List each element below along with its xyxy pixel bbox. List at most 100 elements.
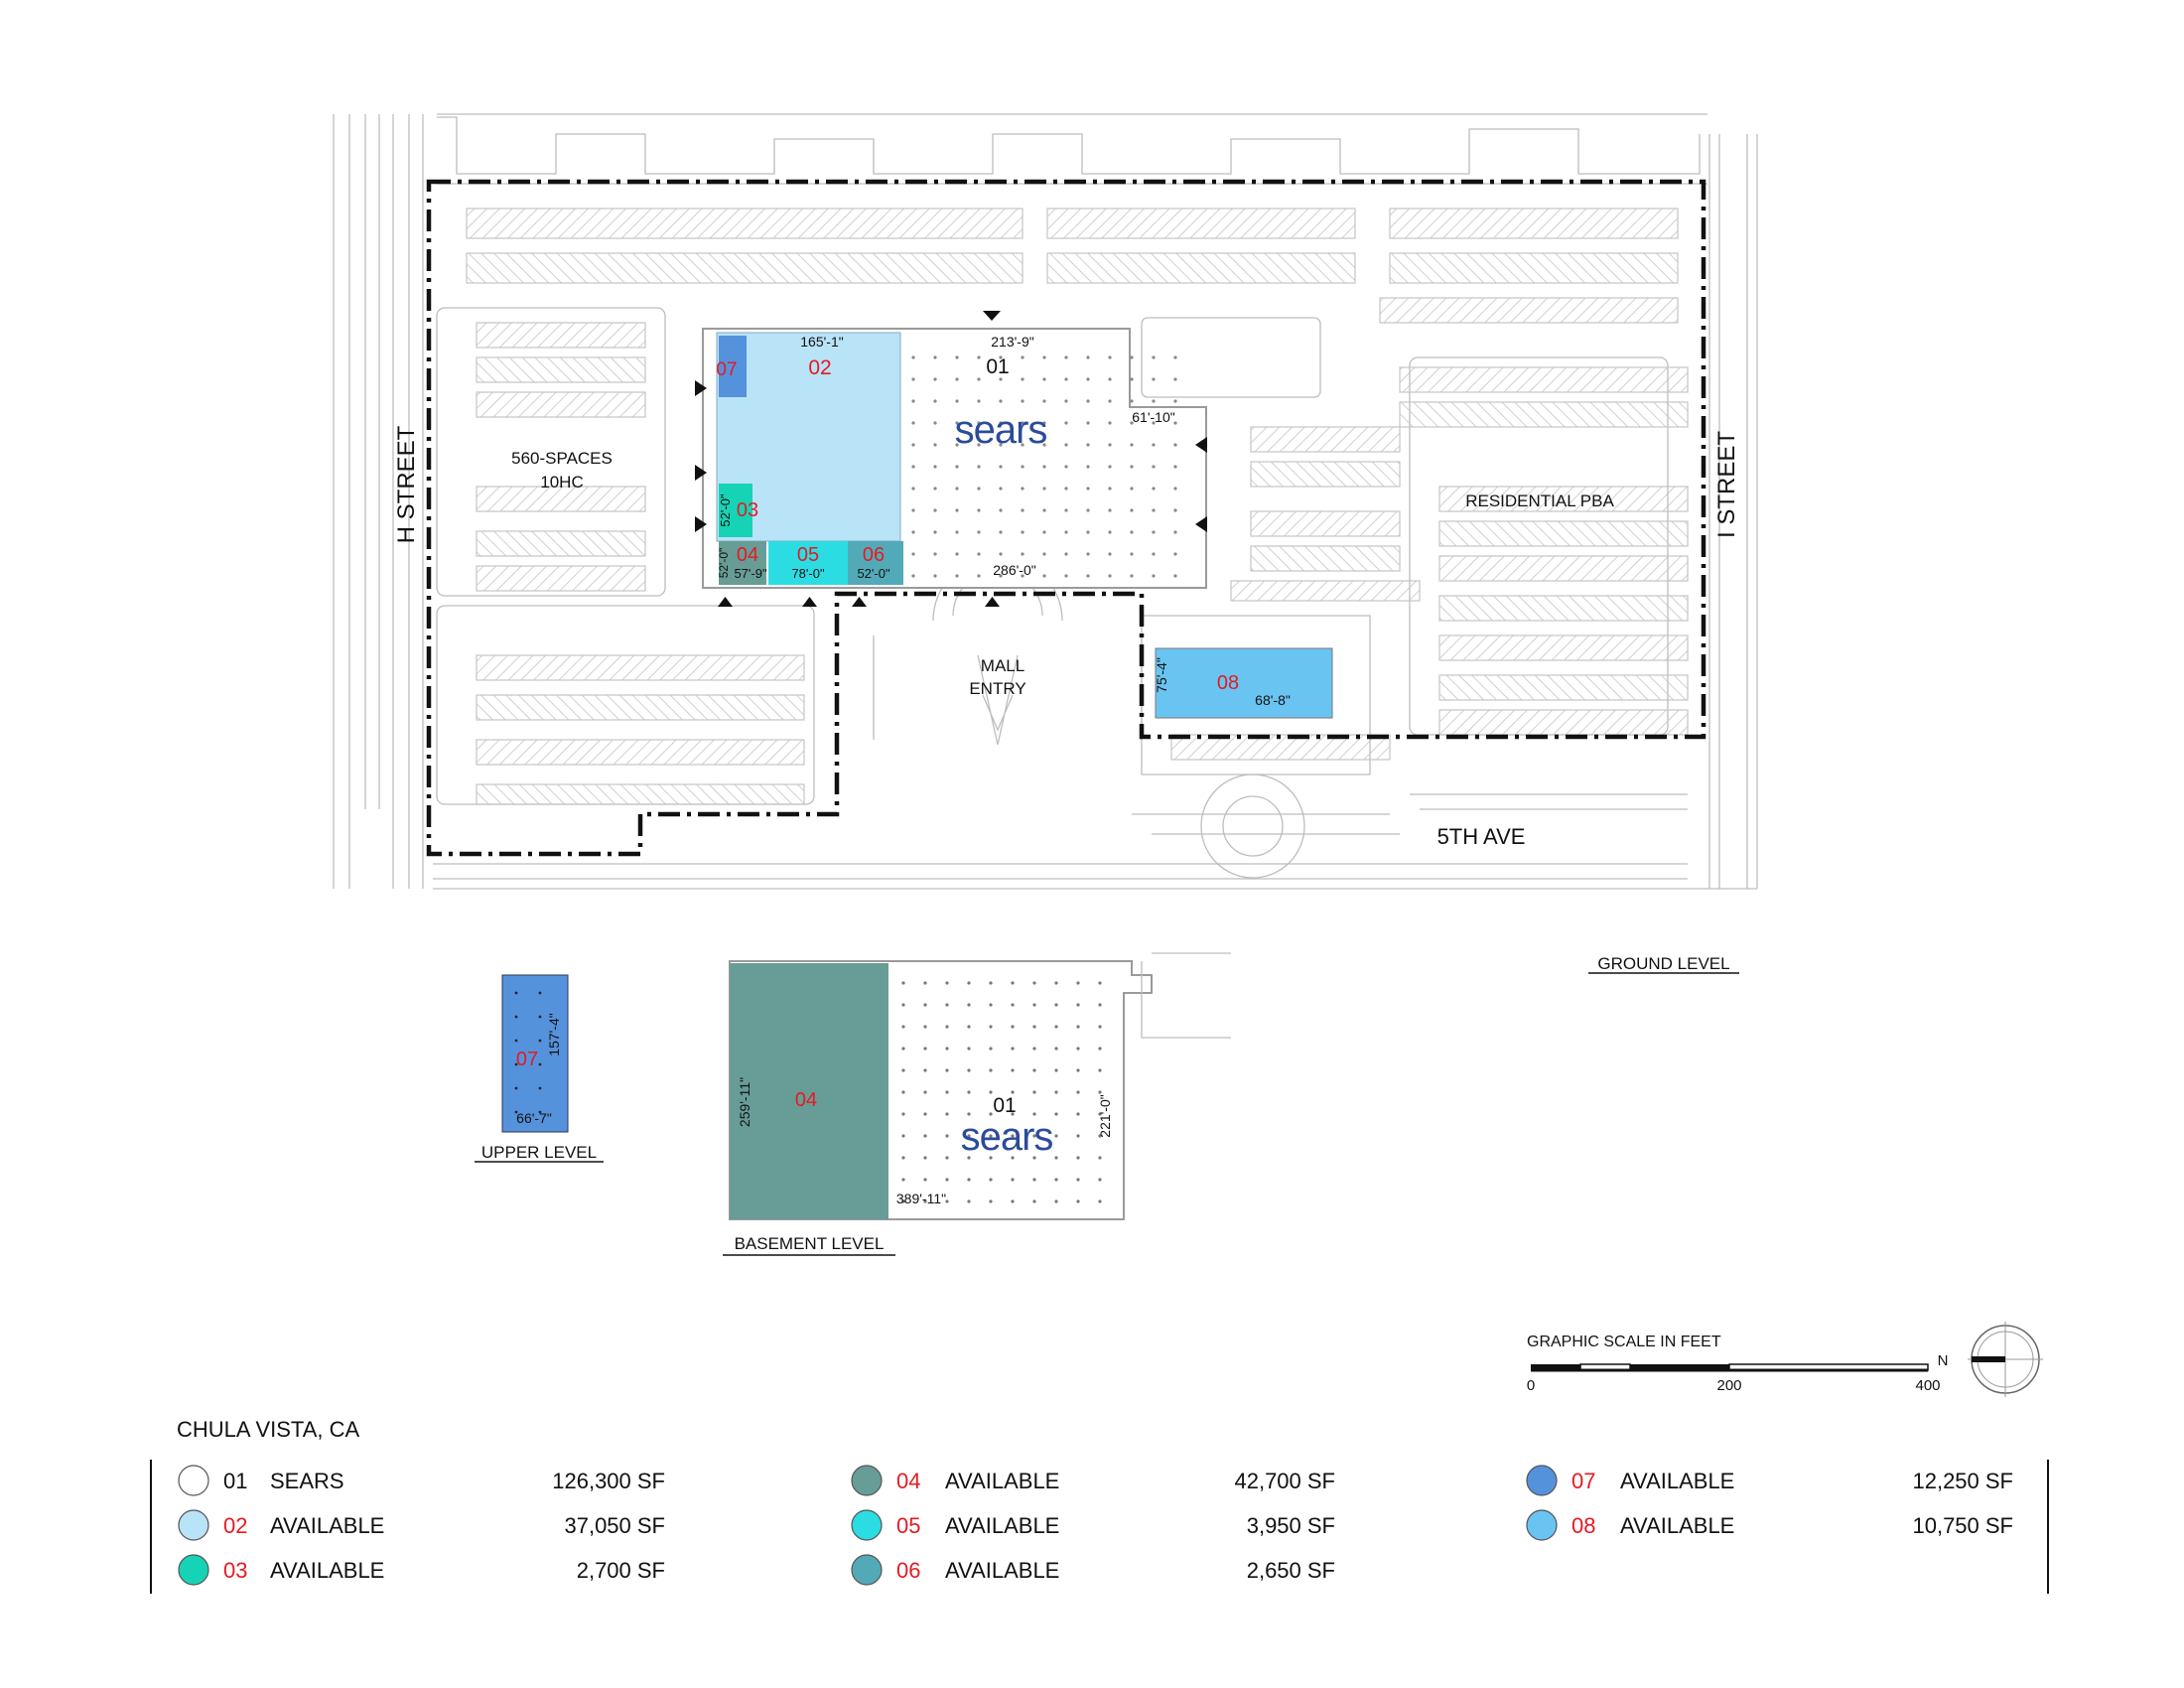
legend-row-06: 06 AVAILABLE 2,650 SF (851, 1554, 1335, 1586)
legend-code-02: 02 (223, 1513, 247, 1538)
dim-78-0: 78'-0" (791, 566, 825, 581)
legend-swatch-01 (178, 1465, 209, 1496)
unit-05-label: 05 (797, 544, 819, 566)
property-boundary (426, 179, 1706, 857)
legend-swatch-07 (1526, 1465, 1558, 1496)
graphic-scale (1531, 1363, 1929, 1372)
upper-dim-66-7: 66'-7" (516, 1110, 552, 1126)
legend-area-05: 3,950 SF (1247, 1513, 1335, 1538)
legend-area-04: 42,700 SF (1234, 1469, 1335, 1493)
unit-06-area (848, 541, 903, 585)
legend-row-08: 08 AVAILABLE 10,750 SF (1526, 1509, 2013, 1541)
dim-286-0: 286'-0" (993, 562, 1035, 578)
legend-name-06: AVAILABLE (945, 1558, 1059, 1583)
parking-count-label: 560-SPACES (511, 449, 613, 468)
ground-level-building (695, 311, 1333, 719)
dim-165-1: 165'-1" (800, 334, 843, 350)
legend-code-06: 06 (896, 1558, 920, 1583)
legend-name-02: AVAILABLE (270, 1513, 384, 1538)
dim-52-0-a: 52'-0" (718, 493, 733, 527)
scale-tick-400: 400 (1915, 1377, 1940, 1394)
upper-grid (514, 991, 542, 1114)
legend-row-05: 05 AVAILABLE 3,950 SF (851, 1509, 1335, 1541)
unit-05-area (768, 541, 848, 585)
basement-unit-01-label: 01 (993, 1094, 1016, 1117)
parking-hc-label: 10HC (540, 473, 583, 492)
unit-04-area (719, 541, 766, 585)
i-street-label: I STREET (1713, 431, 1740, 538)
column-grid (911, 355, 1177, 578)
legend-name-05: AVAILABLE (945, 1513, 1059, 1538)
basement-dim-221-0: 221'-0" (1097, 1094, 1113, 1137)
basement-grid (901, 981, 1102, 1203)
h-street-label: H STREET (393, 425, 420, 543)
upper-dim-157-4: 157'-4" (546, 1013, 562, 1055)
upper-unit-07-label: 07 (516, 1049, 538, 1070)
unit-01-label: 01 (986, 355, 1009, 378)
unit-06-label: 06 (863, 544, 885, 566)
unit-04-label: 04 (737, 544, 758, 566)
legend-swatch-06 (851, 1554, 883, 1586)
mall-entry-label-2: ENTRY (969, 679, 1025, 698)
dim-213-9: 213'-9" (991, 334, 1033, 350)
scale-tick-200: 200 (1716, 1377, 1741, 1394)
dim-61-10: 61'-10" (1132, 409, 1174, 425)
basement-dim-389-11: 389'-11" (896, 1191, 946, 1206)
dim-75-4: 75'-4" (1154, 657, 1169, 693)
unit-08-label: 08 (1217, 672, 1239, 694)
basement-level-title: BASEMENT LEVEL (735, 1234, 885, 1253)
basement-sears-logo: sears (961, 1115, 1053, 1159)
unit-03-label: 03 (737, 499, 758, 521)
basement-dim-259-11: 259'-11" (737, 1077, 752, 1127)
dim-68-8: 68'-8" (1255, 692, 1291, 708)
legend-name-07: AVAILABLE (1620, 1469, 1734, 1493)
legend-name-01: SEARS (270, 1469, 344, 1493)
legend-row-04: 04 AVAILABLE 42,700 SF (851, 1465, 1335, 1496)
legend-swatch-02 (178, 1509, 209, 1541)
legend-code-01: 01 (223, 1469, 247, 1493)
parking-stalls (466, 208, 1689, 805)
legend-code-05: 05 (896, 1513, 920, 1538)
scale-tick-0: 0 (1527, 1377, 1535, 1394)
legend-swatch-03 (178, 1554, 209, 1586)
legend-area-08: 10,750 SF (1912, 1513, 2013, 1538)
legend-code-08: 08 (1571, 1513, 1595, 1538)
dim-57-9: 57'-9" (734, 566, 767, 581)
legend-name-04: AVAILABLE (945, 1469, 1059, 1493)
basement-unit-04-area (730, 963, 888, 1219)
unit-02-label: 02 (808, 356, 831, 379)
entry-arrows (695, 311, 1207, 607)
location-title: CHULA VISTA, CA (177, 1417, 360, 1442)
scale-title: GRAPHIC SCALE IN FEET (1527, 1334, 1721, 1350)
unit-07-label: 07 (716, 359, 737, 380)
unit-08-area (1155, 647, 1333, 719)
basement-unit-04-label: 04 (795, 1089, 817, 1111)
legend-area-03: 2,700 SF (577, 1558, 665, 1583)
north-label: N (1938, 1352, 1949, 1369)
residential-label: RESIDENTIAL PBA (1465, 492, 1614, 510)
legend-code-04: 04 (896, 1469, 920, 1493)
legend-name-03: AVAILABLE (270, 1558, 384, 1583)
north-arrow-icon (1968, 1322, 2043, 1397)
legend-swatch-04 (851, 1465, 883, 1496)
unit-03-area (719, 484, 752, 537)
legend-area-02: 37,050 SF (564, 1513, 665, 1538)
legend-area-06: 2,650 SF (1247, 1558, 1335, 1583)
dim-52-0-b: 52'-0" (717, 548, 731, 579)
upper-unit-07-area (501, 974, 569, 1133)
legend-name-08: AVAILABLE (1620, 1513, 1734, 1538)
mall-entry-label-1: MALL (981, 656, 1024, 675)
legend-code-07: 07 (1571, 1469, 1595, 1493)
legend-row-02: 02 AVAILABLE 37,050 SF (178, 1509, 665, 1541)
sears-logo: sears (955, 408, 1047, 452)
dim-52-0-c: 52'-0" (857, 566, 890, 581)
upper-level-title: UPPER LEVEL (481, 1143, 597, 1162)
legend-swatch-05 (851, 1509, 883, 1541)
unit-07-area (719, 336, 747, 397)
ground-level-title: GROUND LEVEL (1597, 954, 1729, 973)
